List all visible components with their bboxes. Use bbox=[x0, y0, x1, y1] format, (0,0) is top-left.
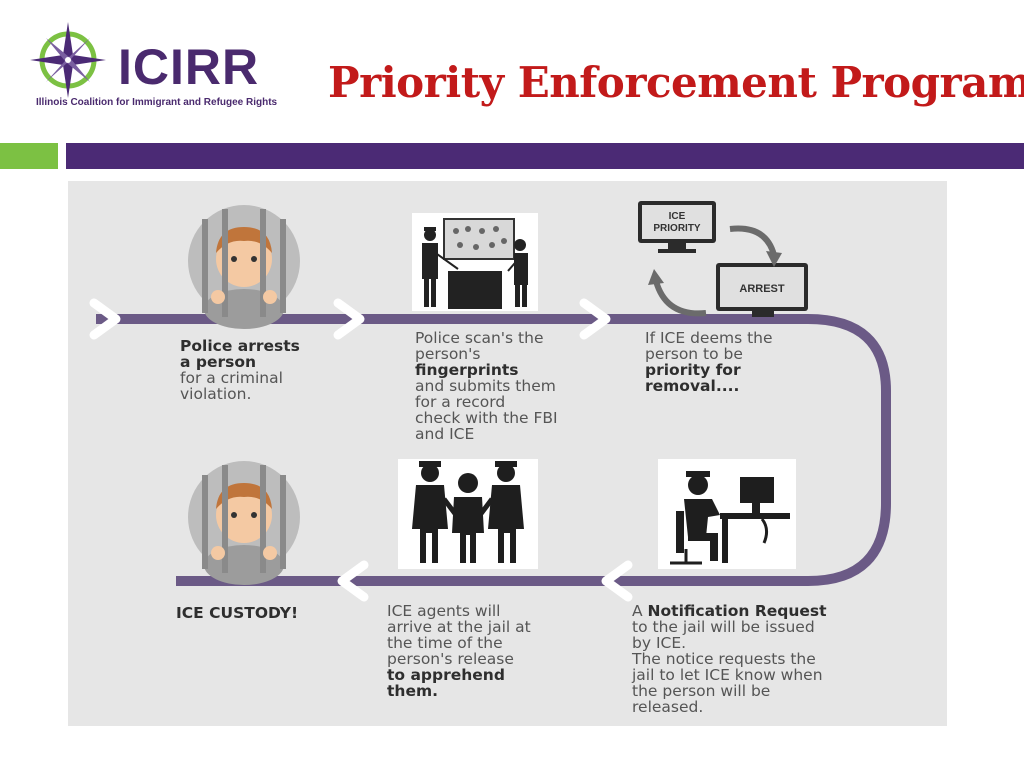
step-5-caption: ICE agents will arrive at the jail at th… bbox=[387, 603, 531, 699]
step-2-line-4: and submits them bbox=[415, 377, 556, 395]
chevron-left-icon bbox=[601, 560, 633, 602]
step-4-line-6: the person will be bbox=[632, 682, 771, 700]
step-2-caption: Police scan's the person's fingerprints … bbox=[415, 330, 558, 442]
arrest-label: ARREST bbox=[739, 283, 785, 295]
logo-subtitle: Illinois Coalition for Immigrant and Ref… bbox=[36, 97, 278, 108]
officer-at-computer-icon bbox=[658, 459, 796, 569]
step-3-bold-3: priority for bbox=[645, 361, 741, 379]
jailed-person-icon bbox=[188, 205, 300, 329]
page-title: Priority Enforcement Program bbox=[328, 58, 1024, 107]
step-4-line-4: The notice requests the bbox=[632, 650, 816, 668]
step-1-bold-1: Police arrests bbox=[180, 337, 300, 355]
flow-diagram: ICE PRIORITY ARREST bbox=[89, 201, 891, 602]
step-1-bold-2: a person bbox=[180, 353, 257, 371]
step-4-prefix: A bbox=[632, 602, 643, 620]
step-3-line-1: If ICE deems the bbox=[645, 329, 773, 347]
flow-track bbox=[96, 314, 891, 586]
step-5-line-3: the time of the bbox=[387, 634, 503, 652]
chevron-left-icon bbox=[337, 560, 369, 602]
step-2-line-6: check with the FBI bbox=[415, 409, 558, 427]
step-4-caption: A Notification Request to the jail will … bbox=[632, 603, 827, 715]
step-2-line-7: and ICE bbox=[415, 425, 475, 443]
fingerprint-scan-icon bbox=[412, 213, 538, 311]
step-3-caption: If ICE deems the person to be priority f… bbox=[645, 330, 773, 394]
step-2-line-1: Police scan's the bbox=[415, 329, 544, 347]
ice-priority-cycle-icon: ICE PRIORITY ARREST bbox=[638, 201, 808, 317]
chevron-right-icon bbox=[89, 298, 121, 340]
chevron-right-icon bbox=[579, 298, 611, 340]
step-5-line-2: arrive at the jail at bbox=[387, 618, 531, 636]
ice-priority-label-2: PRIORITY bbox=[653, 223, 701, 234]
step-4-line-2: to the jail will be issued bbox=[632, 618, 815, 636]
accent-bar-green bbox=[0, 143, 58, 169]
step-1-line-3: for a criminal bbox=[180, 369, 283, 387]
step-1-line-4: violation. bbox=[180, 385, 252, 403]
compass-star-icon bbox=[30, 22, 106, 98]
step-5-bold-5: to apprehend bbox=[387, 666, 505, 684]
step-3-bold-4: removal.... bbox=[645, 377, 740, 395]
step-3-line-2: person to be bbox=[645, 345, 743, 363]
logo-name: ICIRR bbox=[118, 39, 260, 95]
step-6-bold-1: ICE CUSTODY! bbox=[176, 604, 299, 622]
step-6-caption: ICE CUSTODY! bbox=[176, 605, 298, 621]
agents-apprehend-icon bbox=[398, 459, 538, 569]
step-4-bold-1: Notification Request bbox=[647, 602, 827, 620]
step-4-line-5: jail to let ICE know when bbox=[632, 666, 823, 684]
step-1-caption: Police arrests a person for a criminal v… bbox=[180, 338, 300, 402]
ice-priority-label-1: ICE bbox=[669, 211, 686, 222]
chevron-right-icon bbox=[333, 298, 365, 340]
step-5-line-1: ICE agents will bbox=[387, 602, 501, 620]
step-2-bold-3: fingerprints bbox=[415, 361, 519, 379]
step-4-line-7: released. bbox=[632, 698, 704, 716]
step-5-bold-6: them. bbox=[387, 682, 438, 700]
step-2-line-2: person's bbox=[415, 345, 481, 363]
step-2-line-5: for a record bbox=[415, 393, 506, 411]
step-5-line-4: person's release bbox=[387, 650, 514, 668]
icirr-logo: ICIRR Illinois Coalition for Immigrant a… bbox=[28, 20, 288, 115]
accent-bar-purple bbox=[66, 143, 1024, 169]
step-4-line-3: by ICE. bbox=[632, 634, 687, 652]
jailed-person-icon bbox=[188, 461, 300, 585]
